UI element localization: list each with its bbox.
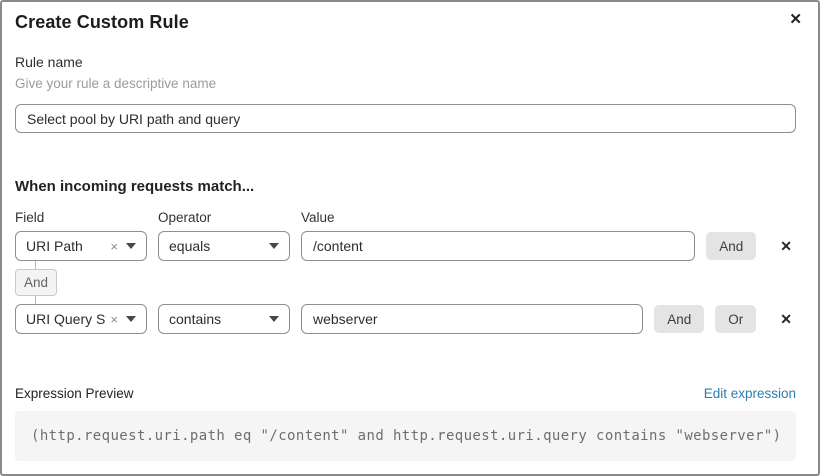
operator-column-label: Operator bbox=[158, 210, 212, 225]
and-connector-badge: And bbox=[15, 269, 57, 296]
remove-row-2-icon[interactable]: ✕ bbox=[776, 310, 796, 328]
matcher-heading: When incoming requests match... bbox=[15, 178, 255, 195]
condition-row-2: URI Query St... × contains And Or ✕ bbox=[15, 304, 796, 334]
dialog-header: Create Custom Rule bbox=[15, 12, 796, 33]
and-button-row-2[interactable]: And bbox=[654, 305, 705, 333]
rule-name-input[interactable] bbox=[15, 104, 796, 133]
operator-select-1-value: equals bbox=[169, 238, 211, 254]
close-icon[interactable]: ✕ bbox=[785, 8, 806, 31]
chevron-down-icon bbox=[126, 243, 136, 249]
chevron-down-icon bbox=[126, 316, 136, 322]
expression-code: (http.request.uri.path eq "/content" and… bbox=[15, 411, 796, 461]
matcher-column-labels: Field Operator Value bbox=[15, 210, 796, 225]
operator-select-2[interactable]: contains bbox=[158, 304, 290, 334]
field-select-2-value: URI Query St... bbox=[26, 311, 106, 327]
expression-preview-header: Expression Preview Edit expression bbox=[15, 386, 796, 401]
condition-row-1: URI Path × equals And ✕ bbox=[15, 231, 796, 261]
operator-select-1[interactable]: equals bbox=[158, 231, 290, 261]
value-column-label: Value bbox=[301, 210, 335, 225]
field-select-2[interactable]: URI Query St... × bbox=[15, 304, 147, 334]
expression-preview-label: Expression Preview bbox=[15, 386, 134, 401]
rule-name-label: Rule name bbox=[15, 54, 83, 70]
page-title: Create Custom Rule bbox=[15, 12, 189, 32]
field-column-label: Field bbox=[15, 210, 45, 225]
edit-expression-link[interactable]: Edit expression bbox=[703, 386, 796, 401]
clear-selection-icon[interactable]: × bbox=[110, 238, 118, 254]
or-button-row-2[interactable]: Or bbox=[715, 305, 757, 333]
remove-row-1-icon[interactable]: ✕ bbox=[776, 237, 796, 255]
chevron-down-icon bbox=[269, 316, 279, 322]
rule-name-helper: Give your rule a descriptive name bbox=[15, 76, 217, 91]
value-input-1[interactable] bbox=[301, 231, 696, 261]
field-select-1-value: URI Path bbox=[26, 238, 83, 254]
and-button-row-1[interactable]: And bbox=[706, 232, 757, 260]
operator-select-2-value: contains bbox=[169, 311, 222, 327]
field-select-1[interactable]: URI Path × bbox=[15, 231, 147, 261]
clear-selection-icon[interactable]: × bbox=[110, 311, 118, 327]
value-input-2[interactable] bbox=[301, 304, 644, 334]
chevron-down-icon bbox=[269, 243, 279, 249]
logic-connector: And bbox=[15, 261, 57, 304]
